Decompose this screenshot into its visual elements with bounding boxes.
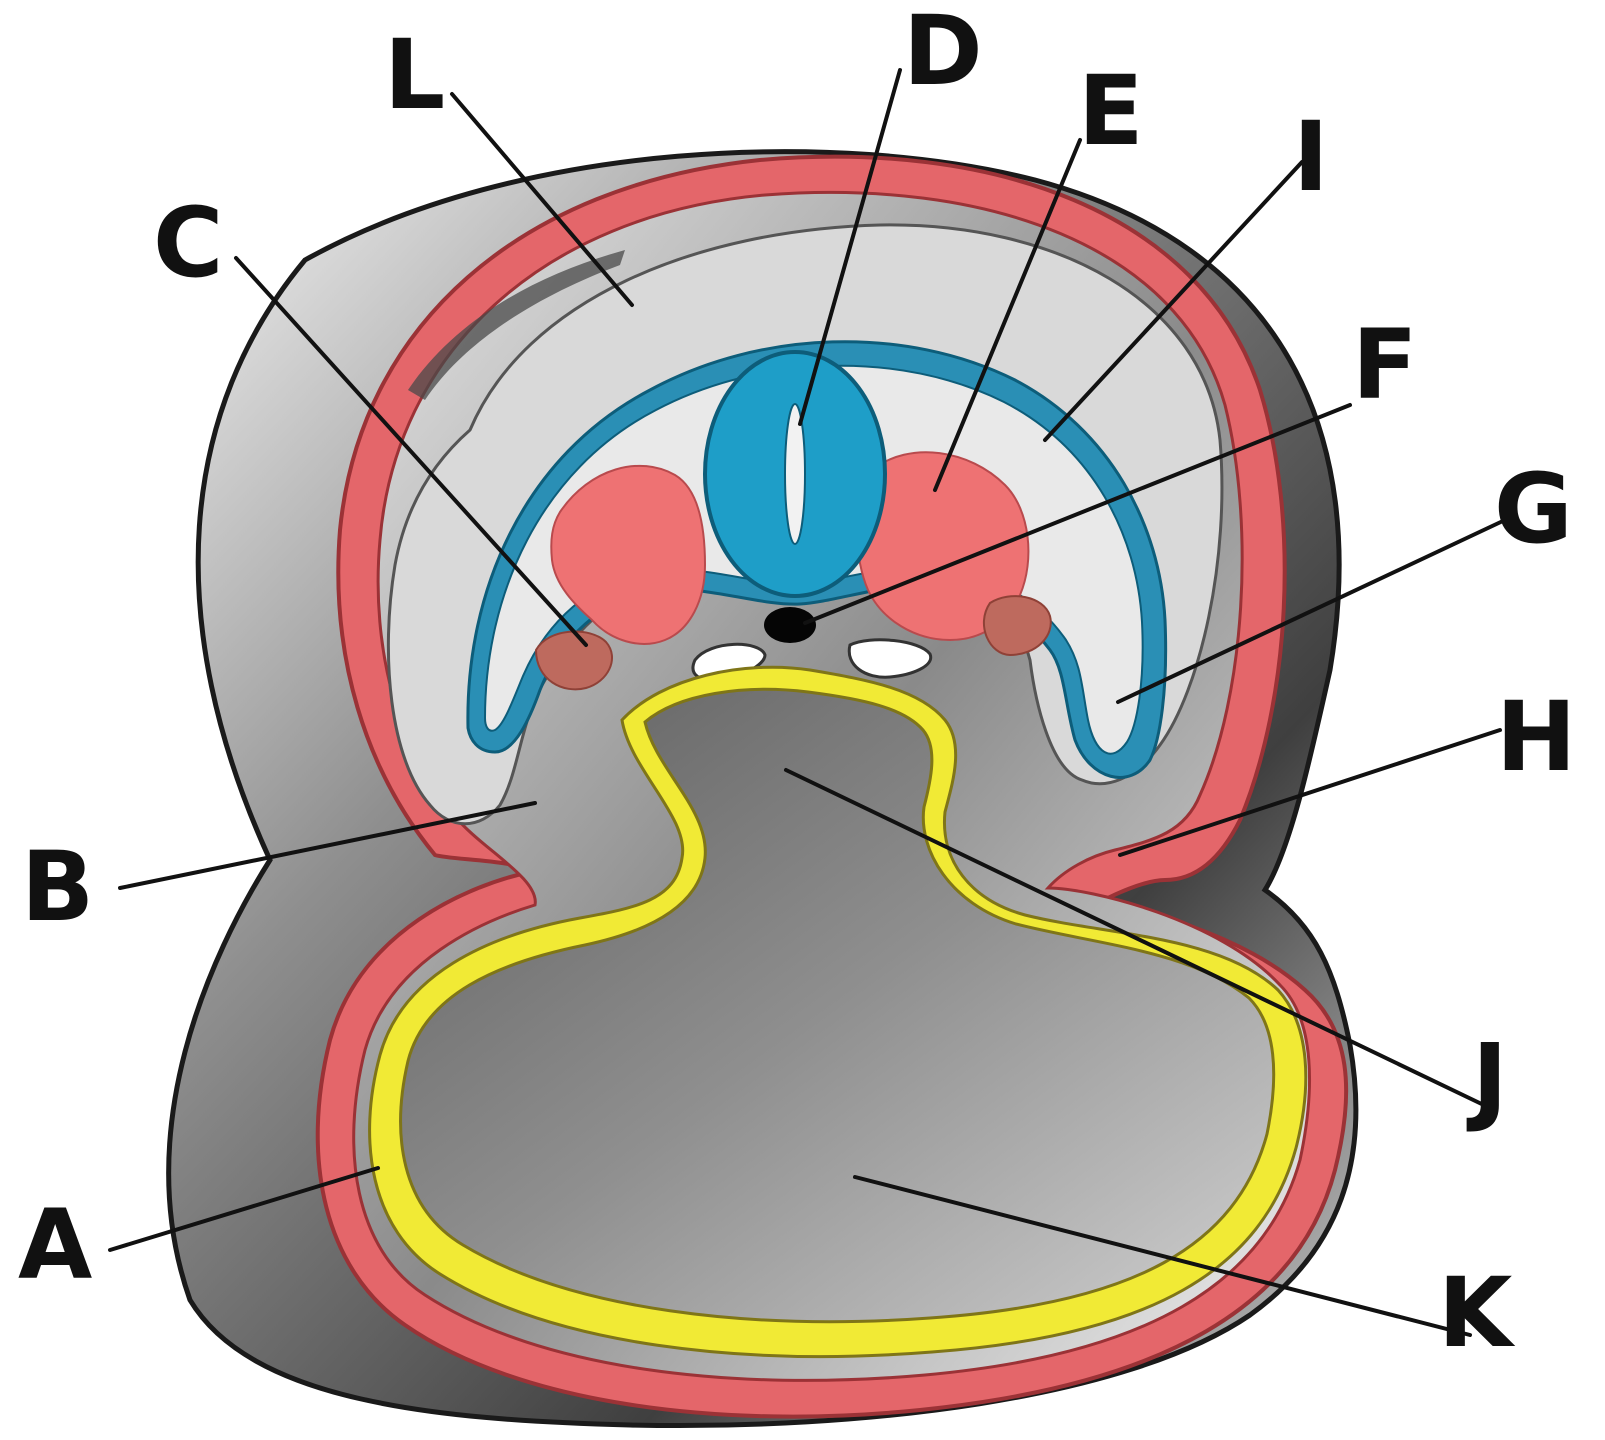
- label-l: L: [384, 19, 445, 131]
- notochord: [764, 607, 816, 643]
- label-a: A: [18, 1189, 92, 1301]
- label-b: B: [21, 831, 94, 943]
- neural-tube: [705, 352, 885, 596]
- label-k: K: [1438, 1257, 1516, 1369]
- label-e: E: [1078, 55, 1144, 167]
- label-c: C: [153, 187, 223, 299]
- label-j: J: [1466, 1023, 1508, 1135]
- label-g: G: [1494, 453, 1573, 565]
- label-d: D: [903, 0, 983, 107]
- label-i: I: [1293, 101, 1329, 213]
- label-h: H: [1496, 681, 1576, 793]
- label-f: F: [1352, 309, 1418, 421]
